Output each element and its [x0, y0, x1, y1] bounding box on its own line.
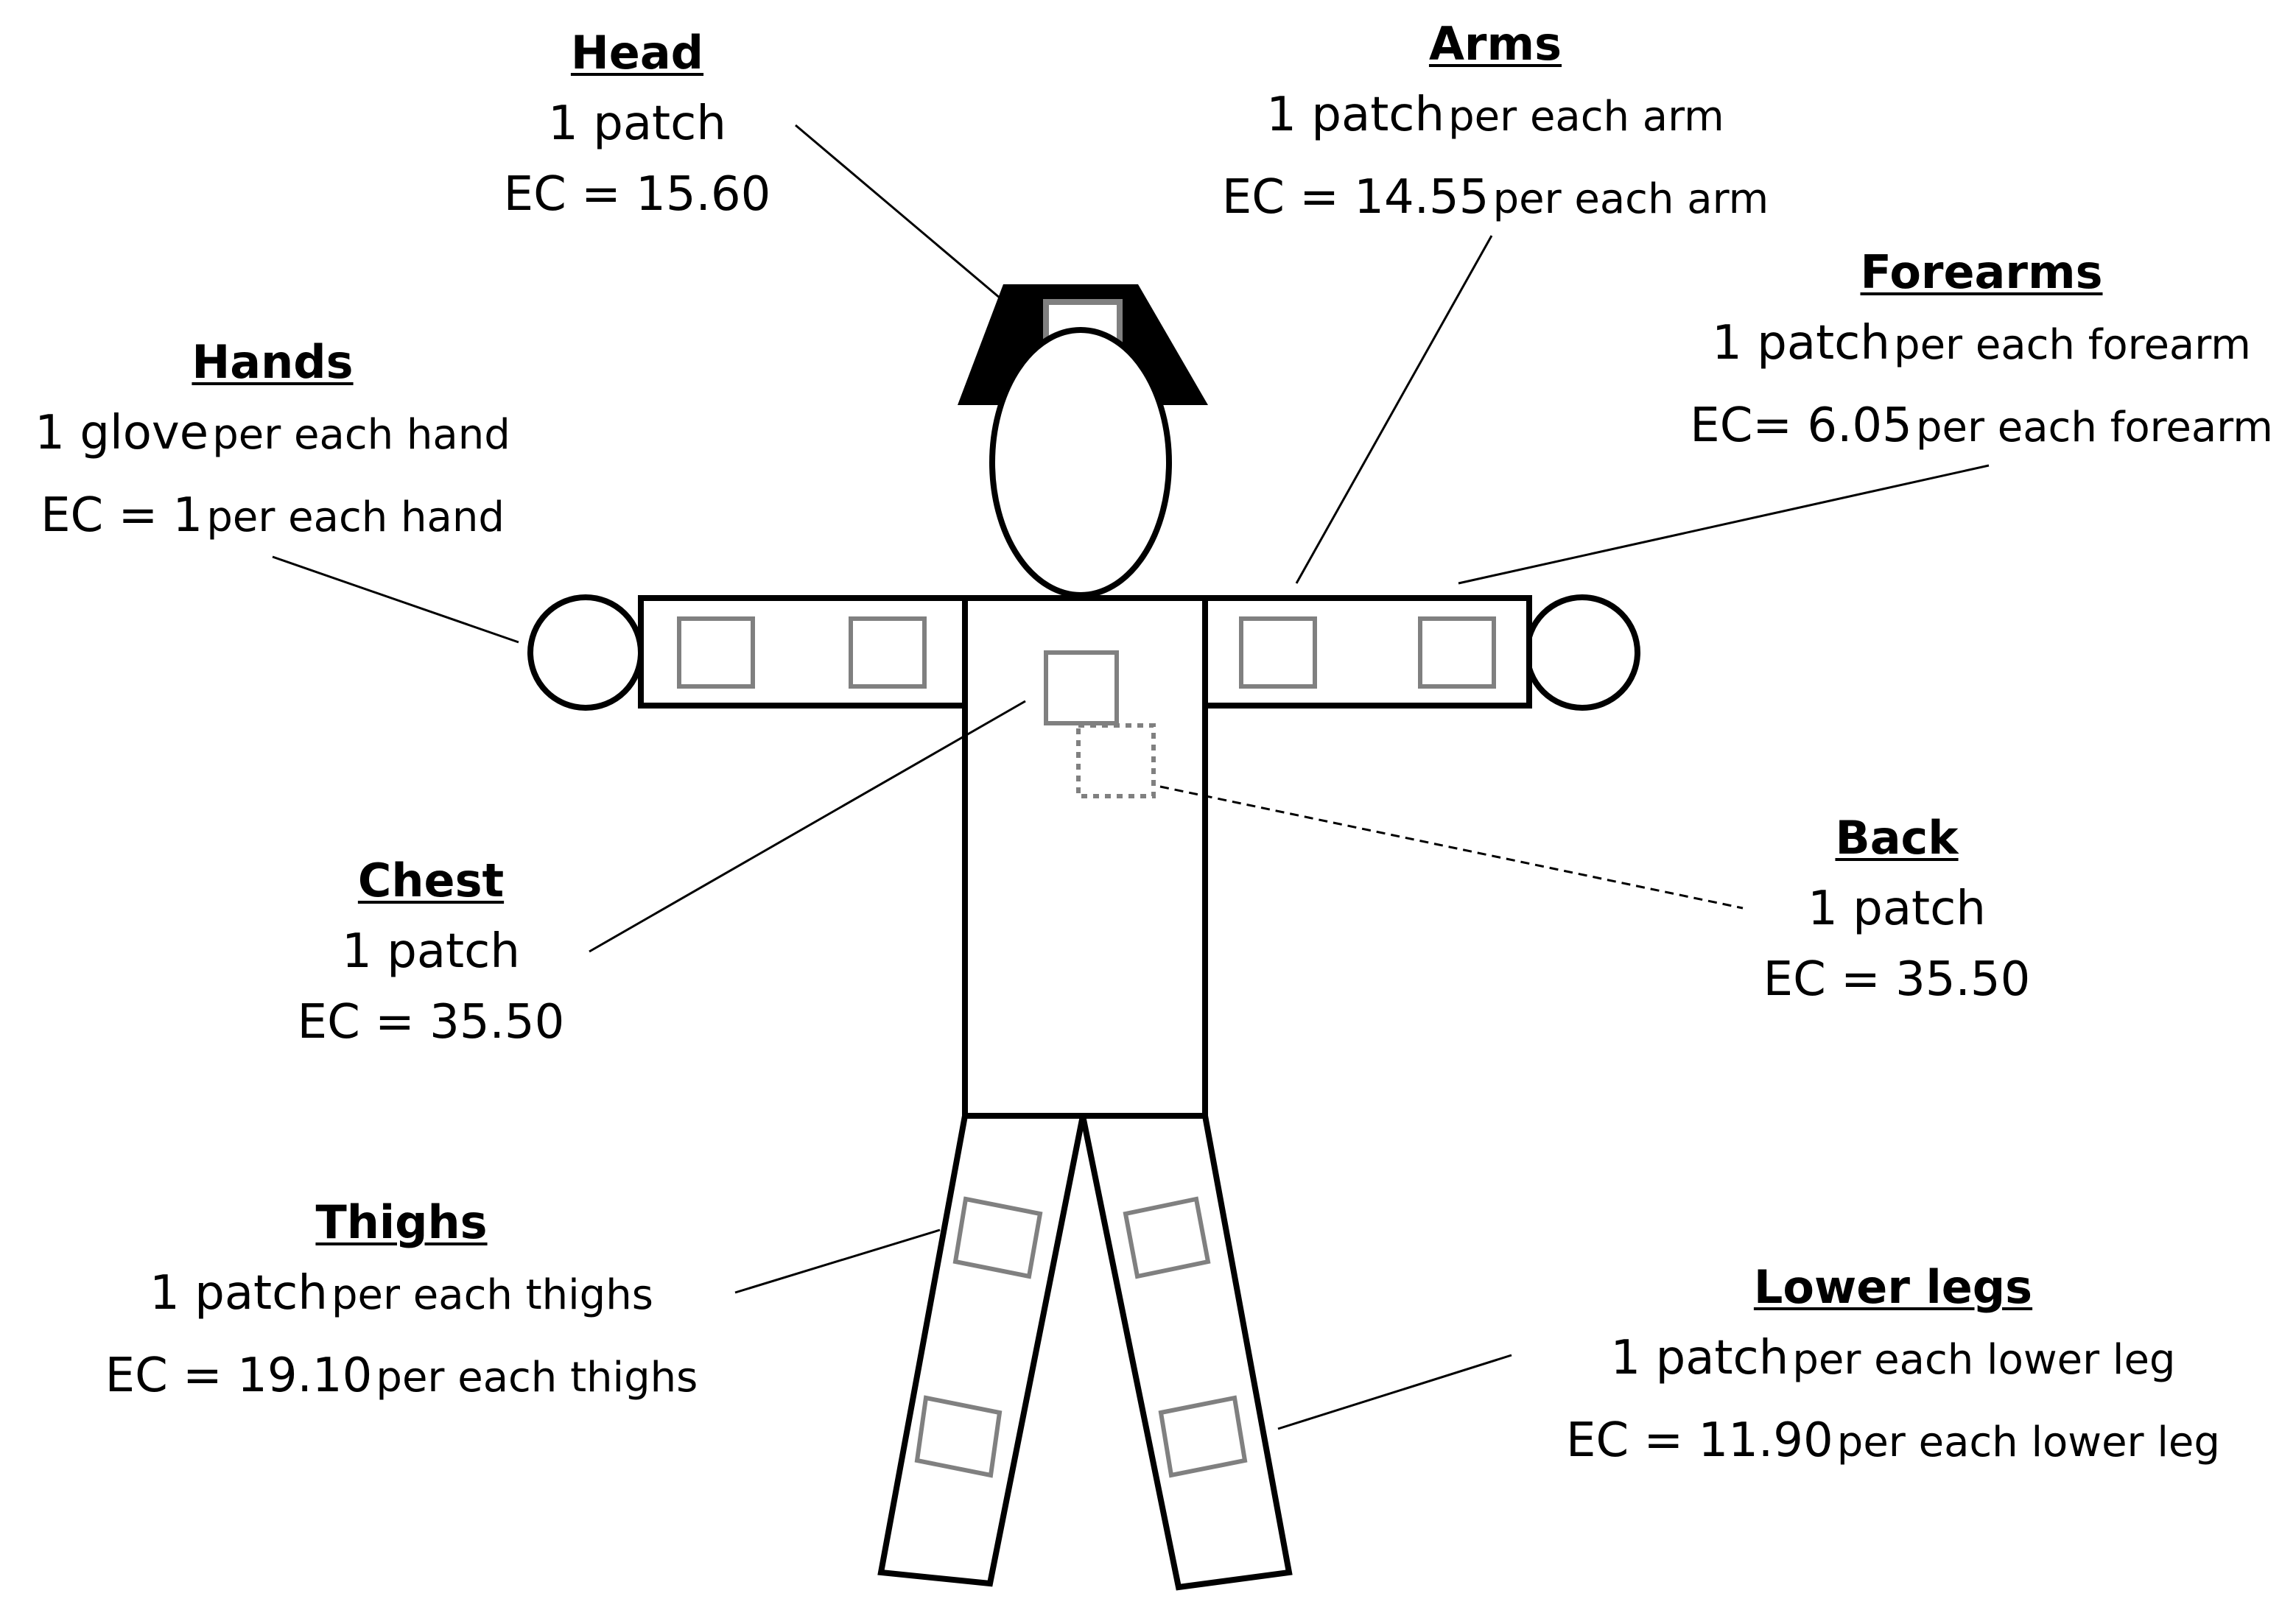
label-text: 1 patch: [342, 924, 520, 979]
label-line-2: EC= 6.05 per each forearm: [1672, 390, 2291, 473]
label-text: 1 patch: [1712, 316, 1890, 370]
label-thighs: Thighs 1 patch per each thighs EC = 19.1…: [70, 1187, 733, 1423]
label-text: per each lower leg: [1836, 1419, 2220, 1466]
patch-left-arm: [849, 616, 927, 689]
label-title: Back: [1835, 811, 1959, 865]
label-text: 1 patch: [150, 1266, 328, 1321]
patch-right-arm: [1239, 616, 1317, 689]
label-line-1: 1 glove per each hand: [7, 398, 538, 480]
leader-thighs: [734, 1228, 941, 1294]
head: [989, 327, 1172, 598]
label-title: Thighs: [315, 1195, 488, 1249]
label-title: Arms: [1428, 17, 1562, 71]
torso: [962, 595, 1208, 1119]
label-title: Lower legs: [1753, 1260, 2033, 1314]
label-text: EC = 15.60: [503, 167, 771, 222]
patch-right-thigh: [1123, 1196, 1211, 1279]
label-line-2: EC = 19.10 per each thighs: [70, 1340, 733, 1423]
label-line-1: 1 patch: [1731, 873, 2062, 944]
label-line-2: EC = 35.50: [1731, 944, 2062, 1015]
label-title: Forearms: [1860, 245, 2103, 299]
left-hand: [527, 594, 644, 711]
label-text: 1 patch: [548, 96, 726, 151]
label-title: Head: [570, 26, 704, 80]
leader-lowerlegs: [1277, 1354, 1512, 1430]
label-text: EC = 35.50: [297, 995, 565, 1050]
label-text: 1 patch: [1266, 88, 1445, 142]
label-title: Hands: [192, 335, 354, 389]
leader-hands: [272, 555, 519, 644]
label-text: EC = 11.90: [1566, 1413, 1833, 1468]
label-text: per each arm: [1492, 175, 1769, 223]
label-back: Back 1 patch EC = 35.50: [1731, 803, 2062, 1015]
label-text: per each forearm: [1915, 404, 2273, 451]
patch-back: [1076, 723, 1156, 798]
leader-back: [1159, 785, 1744, 910]
label-text: per each forearm: [1894, 321, 2251, 369]
label-text: per each thighs: [376, 1354, 698, 1402]
right-arm: [1202, 595, 1532, 709]
leader-forearms: [1458, 464, 1990, 585]
label-chest: Chest 1 patch EC = 35.50: [265, 846, 597, 1058]
label-hands: Hands 1 glove per each hand EC = 1 per e…: [7, 327, 538, 563]
right-hand: [1524, 594, 1640, 711]
label-head: Head 1 patch EC = 15.60: [479, 18, 796, 230]
left-arm: [638, 595, 968, 709]
label-line-1: 1 patch per each forearm: [1672, 308, 2291, 390]
left-leg: [877, 1113, 1086, 1587]
patch-left-thigh: [952, 1196, 1043, 1279]
leader-arms: [1295, 235, 1493, 584]
label-text: 1 glove: [35, 406, 209, 460]
label-text: 1 patch: [1808, 882, 1986, 936]
right-leg: [1079, 1113, 1293, 1591]
label-text: per each hand: [212, 411, 510, 459]
label-text: per each hand: [206, 493, 505, 541]
label-text: per each thighs: [331, 1271, 653, 1319]
label-arms: Arms 1 patch per each arm EC = 14.55 per…: [1201, 9, 1790, 245]
patch-left-forearm: [677, 616, 755, 689]
patch-left-lowerleg: [914, 1395, 1003, 1478]
label-text: EC = 35.50: [1763, 952, 2031, 1007]
label-text: EC = 19.10: [105, 1349, 373, 1403]
label-text: EC = 1: [41, 488, 203, 543]
label-line-1: 1 patch: [265, 916, 597, 987]
label-line-2: EC = 14.55 per each arm: [1201, 162, 1790, 245]
patch-right-lowerleg: [1158, 1395, 1248, 1478]
label-lowerlegs: Lower legs 1 patch per each lower leg EC…: [1525, 1252, 2261, 1488]
label-text: 1 patch: [1610, 1331, 1789, 1385]
label-text: EC= 6.05: [1690, 398, 1912, 453]
label-text: per each lower leg: [1792, 1336, 2176, 1384]
label-line-1: 1 patch per each arm: [1201, 80, 1790, 162]
patch-right-forearm: [1418, 616, 1496, 689]
label-line-2: EC = 35.50: [265, 987, 597, 1058]
label-title: Chest: [357, 854, 505, 907]
label-line-1: 1 patch per each thighs: [70, 1258, 733, 1340]
label-text: per each arm: [1448, 93, 1724, 141]
label-forearms: Forearms 1 patch per each forearm EC= 6.…: [1672, 237, 2291, 473]
label-line-2: EC = 15.60: [479, 159, 796, 230]
leader-chest: [589, 700, 1026, 953]
label-line-2: EC = 11.90 per each lower leg: [1525, 1405, 2261, 1488]
label-text: EC = 14.55: [1221, 170, 1489, 225]
label-line-2: EC = 1 per each hand: [7, 480, 538, 563]
label-line-1: 1 patch: [479, 88, 796, 159]
leader-head: [795, 124, 1001, 300]
label-line-1: 1 patch per each lower leg: [1525, 1323, 2261, 1405]
